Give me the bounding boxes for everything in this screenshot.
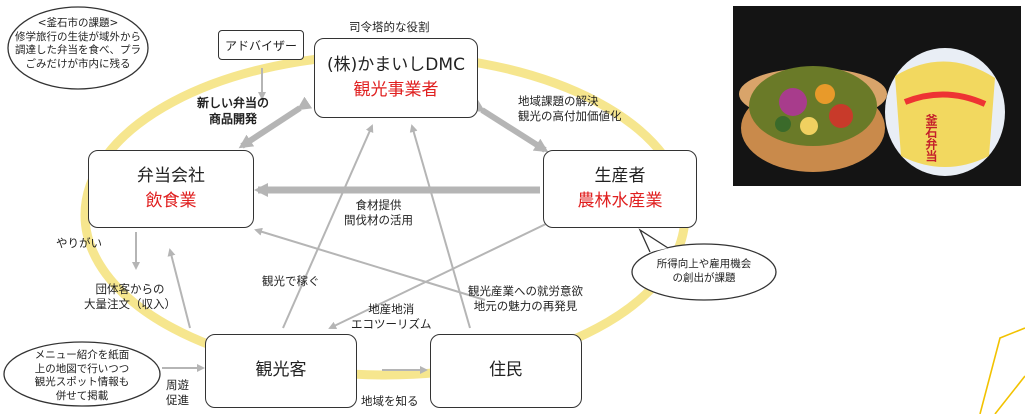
corner-decoration-2	[994, 375, 1025, 414]
top-role-label: 司令塔的な役割	[349, 20, 430, 34]
dmc-box: (株)かまいしDMC 観光事業者	[314, 38, 478, 118]
arrow-producer-tourist	[328, 221, 551, 329]
employment-line-1: 観光産業への就労意欲	[468, 284, 583, 298]
issue-bubble: <釜石市の課題> 修学旅行の生徒が域外から 調達した弁当を食べ、プラ ごみだけが…	[14, 17, 142, 72]
local-issue-line-1: 地域課題の解決	[518, 94, 599, 108]
circulation-line-2: 促進	[166, 392, 189, 407]
local-consumption-line-1: 地産地消	[368, 302, 415, 316]
arrow-dmc-bento	[238, 96, 313, 149]
new-bento-line-1: 新しい弁当の	[197, 96, 270, 110]
menu-bubble-line-1: メニュー紹介を紙面	[34, 349, 130, 361]
know-region-label: 地域を知る	[361, 394, 419, 409]
menu-bubble: メニュー紹介を紙面 上の地図で行いつつ 観光スポット情報も 併せて掲載	[12, 349, 152, 404]
local-consumption-line-2: エコツーリズム	[351, 316, 432, 331]
income-bubble-line-2: の創出が課題	[672, 271, 736, 284]
food-item-4	[800, 117, 818, 135]
wrap-stripe	[903, 91, 987, 107]
photo-label: 釜石弁当	[924, 114, 938, 162]
menu-bubble-line-3: 観光スポット情報も	[34, 376, 130, 389]
bento-photo: 釜石弁当	[733, 6, 1021, 186]
arrow-dmc-producer	[469, 98, 549, 153]
corner-decoration	[979, 327, 1025, 414]
producer-name: 生産者	[594, 165, 646, 186]
issue-bubble-shape	[7, 6, 149, 90]
advisor-box: アドバイザー	[218, 30, 304, 60]
arrow-resident-dmc	[409, 124, 471, 329]
food-supply-line-1: 食材提供	[355, 198, 402, 212]
income-bubble-shape	[631, 243, 777, 301]
issue-bubble-line-2: 修学旅行の生徒が域外から	[15, 30, 141, 43]
arrow-resident-bento	[254, 227, 486, 301]
local-issue-label: 地域課題の解決 観光の高付加価値化	[518, 94, 622, 124]
local-consumption-label: 地産地消 エコツーリズム	[351, 302, 432, 332]
food-item-5	[775, 116, 791, 132]
bento-company-name: 弁当会社	[137, 165, 205, 186]
circulation-label: 周遊 促進	[166, 378, 189, 408]
income-bubble-tail	[638, 228, 669, 253]
new-bento-line-2: 商品開発	[209, 111, 258, 126]
issue-bubble-line-3: 調達した弁当を食べ、プラ	[15, 44, 141, 57]
resident-name: 住民	[489, 360, 523, 381]
bento-company-box: 弁当会社 飲食業	[88, 150, 254, 228]
producer-role: 農林水産業	[577, 191, 663, 211]
wrap-decoration	[895, 61, 995, 167]
menu-bubble-line-4: 併せて掲載	[55, 389, 109, 402]
resident-box: 住民	[430, 334, 582, 408]
yarigai-label: やりがい	[56, 236, 102, 250]
dmc-role: 観光事業者	[353, 80, 439, 100]
producer-box: 生産者 農林水産業	[543, 150, 697, 228]
issue-bubble-line-4: ごみだけが市内に残る	[25, 57, 131, 70]
arrow-tourist-dmc	[282, 124, 374, 329]
new-bento-label: 新しい弁当の 商品開発	[197, 96, 269, 127]
employment-label: 観光産業への就労意欲 地元の魅力の再発見	[468, 284, 583, 314]
food-item-2	[815, 84, 835, 104]
advisor-label: アドバイザー	[224, 38, 297, 53]
food-item-1	[779, 88, 807, 116]
group-order-label: 団体客からの 大量注文（収入）	[84, 282, 176, 312]
employment-line-2: 地元の魅力の再発見	[473, 298, 578, 313]
income-bubble: 所得向上や雇用機会 の創出が課題	[636, 258, 772, 285]
tourist-box: 観光客	[205, 334, 357, 408]
arrow-tourist-bento	[167, 248, 191, 329]
tourist-name: 観光客	[255, 360, 307, 381]
bento-company-role: 飲食業	[145, 191, 197, 211]
bento-photo-graphic	[739, 48, 1005, 176]
circulation-line-1: 周遊	[166, 378, 189, 392]
food-supply-line-2: 間伐材の活用	[344, 212, 413, 227]
food-supply-label: 食材提供 間伐材の活用	[344, 198, 413, 228]
issue-bubble-line-1: <釜石市の課題>	[37, 17, 119, 29]
income-bubble-line-1: 所得向上や雇用機会	[656, 258, 752, 270]
group-order-line-2: 大量注文（収入）	[84, 296, 176, 311]
local-issue-line-2: 観光の高付加価値化	[518, 108, 622, 123]
earn-tourism-label: 観光で稼ぐ	[262, 274, 320, 288]
group-order-line-1: 団体客からの	[95, 282, 165, 296]
menu-bubble-shape	[3, 341, 161, 407]
food-item-3	[829, 104, 853, 128]
menu-bubble-line-2: 上の地図で行いつつ	[34, 362, 130, 375]
dmc-name: (株)かまいしDMC	[327, 54, 465, 75]
